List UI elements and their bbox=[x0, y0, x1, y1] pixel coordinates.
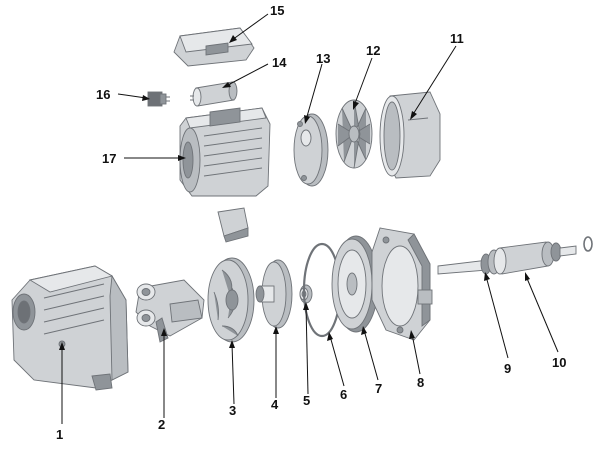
callout-11: 11 bbox=[450, 31, 464, 46]
part-ejector bbox=[135, 279, 205, 343]
callout-3: 3 bbox=[229, 403, 237, 418]
leader-lines bbox=[59, 13, 559, 424]
part-motor-housing bbox=[179, 107, 271, 197]
callout-2: 2 bbox=[158, 417, 166, 432]
callout-1: 1 bbox=[56, 427, 64, 442]
callout-17: 17 bbox=[102, 151, 117, 166]
part-switch bbox=[147, 91, 170, 107]
part-seal-plate bbox=[331, 235, 379, 333]
callout-5: 5 bbox=[303, 393, 311, 408]
part-diffuser bbox=[207, 257, 255, 343]
callout-7: 7 bbox=[375, 381, 383, 396]
part-fan-cover bbox=[379, 91, 441, 179]
part-bracket bbox=[371, 227, 433, 341]
callout-4: 4 bbox=[271, 397, 279, 412]
callout-8: 8 bbox=[417, 375, 425, 390]
callout-6: 6 bbox=[340, 387, 348, 402]
part-mounting-foot bbox=[217, 207, 249, 243]
callout-15: 15 bbox=[270, 3, 285, 18]
part-terminal-cover bbox=[173, 27, 255, 67]
callout-9: 9 bbox=[504, 361, 512, 376]
part-rear-cover bbox=[293, 113, 329, 187]
part-pump-body bbox=[11, 265, 129, 391]
part-capacitor bbox=[190, 81, 238, 107]
callout-14: 14 bbox=[272, 55, 287, 70]
callout-13: 13 bbox=[316, 51, 331, 66]
part-fan bbox=[335, 99, 373, 169]
part-circlip bbox=[583, 236, 593, 252]
part-mechanical-seal bbox=[299, 284, 313, 304]
callout-16: 16 bbox=[96, 87, 111, 102]
part-rotor-assembly bbox=[437, 241, 577, 275]
callout-10: 10 bbox=[552, 355, 567, 370]
part-impeller bbox=[255, 259, 293, 329]
callout-12: 12 bbox=[366, 43, 381, 58]
